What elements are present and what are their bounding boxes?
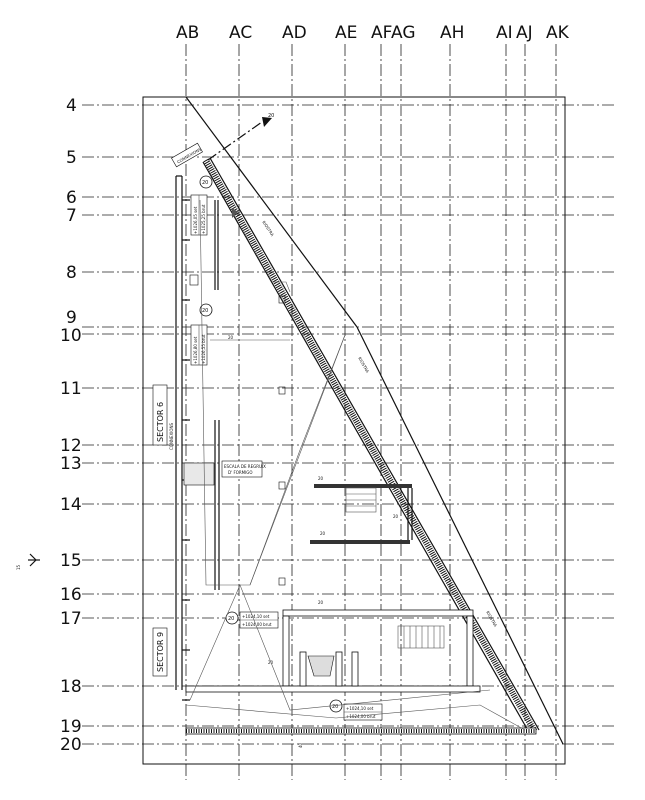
elevation-c-brut: +1025,25 brut [201,204,206,234]
main-stair-icon [397,625,445,649]
middle-room: 20 20 20 [310,476,413,544]
bubble-marker-2: 20 [199,303,213,317]
row-label-6: 6 [66,188,77,208]
dim-40: 40 [298,742,303,748]
ramp-label-1: RIOSTRA [261,220,275,237]
svg-text:20: 20 [202,308,208,314]
column-marker-4 [278,481,286,490]
column-labels: AB AC AD AE AF AG AH AI AJ AK [176,23,570,43]
row-label-7: 7 [66,206,77,226]
stair-note-line-2: D' FORMIGO [228,470,253,475]
elevation-d-set: +1026,80 set [193,336,198,364]
bubble-marker-1: 20 [199,175,213,189]
dim-20-b: 20 [318,476,324,481]
elevation-box-d: +1026,80 set +1026,55 brut [190,324,208,366]
dim-20-a: 20 [228,335,234,340]
row-label-11: 11 [60,379,82,399]
sector-6-label: SECTOR 6 [152,384,168,446]
bubble-marker-4: 20 [329,699,343,713]
column-label-ae: AE [335,23,357,43]
diagonal-wall-inner [202,161,531,735]
column-label-ag: AG [391,23,416,43]
row-label-19: 19 [60,717,82,737]
diagonal-wall-outer [209,157,540,731]
row-labels: 4 5 6 7 8 9 10 11 12 13 14 15 16 17 18 1… [60,96,82,755]
column-marker-3 [278,386,286,395]
row-label-5: 5 [66,148,77,168]
elevation-a-set: +1024,10 set [242,614,270,619]
row-label-15: 15 [60,551,82,571]
sector-9-label: SECTOR 9 [152,627,168,677]
svg-text:20: 20 [202,180,208,186]
stair-note-line-1: ESCALA DE REGRUIX [224,464,266,469]
drawing-frame [142,96,566,765]
stair-note-box: ESCALA DE REGRUIX D' FORMIGO [221,460,266,478]
row-label-9: 9 [66,308,77,328]
connection-box-top [171,142,203,168]
column-marker-1 [189,274,199,286]
column-label-ai: AI [496,23,513,43]
column-grid-lines [185,44,557,780]
column-label-aj: AJ [516,23,533,43]
ramp-label-3: RIOSTRA [485,610,498,628]
dim-20-e: 20 [318,600,324,605]
svg-text:SECTOR 6: SECTOR 6 [156,402,165,442]
column-marker-5 [278,577,286,586]
ramp-label-2: RIOSTRA [357,356,370,374]
row-label-8: 8 [66,263,77,283]
section-cut-line [207,121,263,161]
row-grid-lines [82,104,615,745]
section-marker-label: 15 [16,564,21,570]
stair-hatched-area [183,462,215,486]
lower-room: 20 20 [185,600,481,693]
row-label-12: 12 [60,436,82,456]
svg-text:SECTOR 9: SECTOR 9 [156,632,165,672]
section-marker-left: 15 [16,553,40,570]
column-label-ak: AK [546,23,570,43]
small-step-detail [272,281,291,293]
svg-text:20: 20 [332,704,338,710]
column-label-ad: AD [282,23,307,43]
column-label-ah: AH [440,23,464,43]
elevation-d-brut: +1026,55 brut [201,334,206,364]
elevation-a-brut: +1024,00 brut [242,622,272,627]
section-cut-label: 20 [268,113,274,119]
row-label-18: 18 [60,677,82,697]
row-label-10: 10 [60,326,82,346]
row-label-16: 16 [60,585,82,605]
elevation-box-b: +1024,10 set +1024,00 brut [343,703,383,721]
dim-20-c: 20 [320,531,326,536]
elevation-b-set: +1024,10 set [346,706,374,711]
svg-text:20: 20 [228,616,234,622]
diagonal-edge-lower [356,326,564,745]
elevation-b-brut: +1024,00 brut [346,714,376,719]
triangulation-lines [185,199,526,731]
hatched-diagonal-wall [203,158,538,734]
lower-ramp-detail [307,655,335,677]
column-marker-2 [278,295,286,304]
row-label-20: 20 [60,735,82,755]
connection-label-side: CONNEXIONS [169,422,174,450]
elevation-box-c: +1026,05 set +1025,25 brut [190,194,208,236]
column-label-ab: AB [176,23,199,43]
bubble-marker-3: 20 [225,611,239,625]
elevation-box-a: +1024,10 set +1024,00 brut [239,611,279,629]
small-triangle-detail [232,208,238,218]
row-label-14: 14 [60,495,82,515]
row-label-4: 4 [66,96,77,116]
row-label-13: 13 [60,454,82,474]
dim-20-d: 20 [393,514,399,519]
column-label-ac: AC [229,23,252,43]
column-label-af: AF [371,23,392,43]
lower-room-bottom-wall [185,685,481,693]
elevation-c-set: +1026,05 set [193,206,198,234]
diagonal-edge-upper [185,96,358,328]
row-label-17: 17 [60,609,82,629]
section-arrow-icon [262,117,272,127]
